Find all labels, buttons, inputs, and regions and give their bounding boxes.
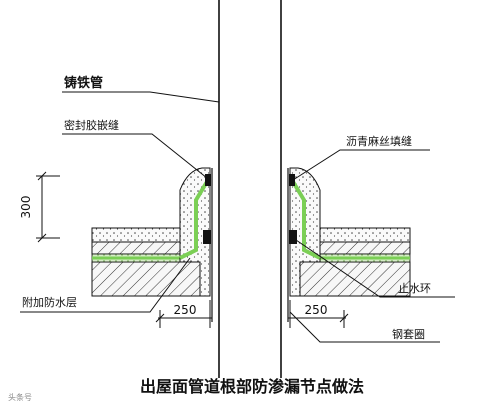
label-additional-waterproof: 附加防水层 <box>22 295 77 309</box>
label-steel-sleeve: 钢套圈 <box>392 328 425 341</box>
label-sealant-joint: 密封胶嵌缝 <box>64 118 119 132</box>
cast-iron-pipe <box>211 0 289 378</box>
label-cast-iron-pipe: 铸铁管 <box>64 75 103 91</box>
pipe-collar <box>179 167 321 297</box>
watermark: 头条号 <box>8 392 32 402</box>
dimension-250-right <box>288 300 349 328</box>
label-water-stop-ring: 止水环 <box>398 282 431 295</box>
membrane-upturn-right <box>290 178 321 260</box>
leader-lines <box>20 91 455 343</box>
label-asphalt-hemp-joint: 沥青麻丝填缝 <box>346 134 412 148</box>
water-stop-ring-right <box>289 230 297 244</box>
dimension-250-left <box>155 300 212 328</box>
dimension-250-right-label: 250 <box>305 303 328 317</box>
leader-asphalt-hemp <box>292 149 430 181</box>
sealant-right <box>289 174 295 186</box>
leader-steel-sleeve <box>289 311 440 343</box>
leader-sealant-joint <box>62 133 208 179</box>
water-stop-ring-left <box>203 230 211 244</box>
sealant-left <box>205 174 211 186</box>
structural-slab-right <box>289 261 411 297</box>
structural-slab-left <box>91 261 211 297</box>
dimension-300-label: 300 <box>19 196 33 219</box>
leader-additional-waterproof <box>20 257 191 313</box>
dimension-300 <box>36 171 60 243</box>
leader-water-stop-ring <box>295 239 455 298</box>
leader-cast-iron-pipe <box>62 91 220 103</box>
diagram-caption: 出屋面管道根部防渗漏节点做法 <box>140 377 364 396</box>
membrane-upturn-left <box>179 178 210 260</box>
dimension-250-left-label: 250 <box>174 303 197 317</box>
